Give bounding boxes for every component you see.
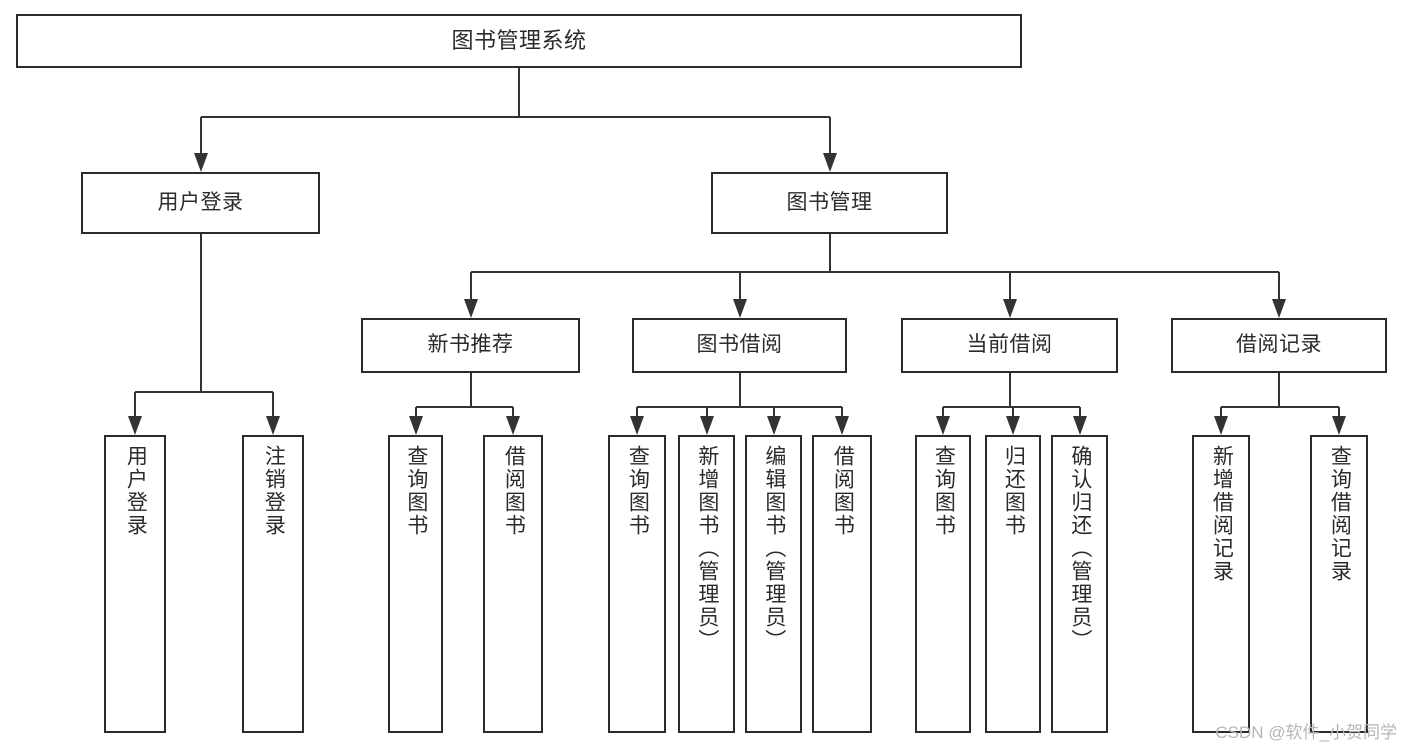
node-leaf-return[interactable]: 归还图书	[985, 435, 1041, 733]
node-label: 归还图书	[1002, 445, 1026, 537]
node-label: 借阅图书	[502, 445, 526, 537]
node-current-borrow[interactable]: 当前借阅	[901, 318, 1118, 373]
node-label: 新增图书（管理员）	[695, 445, 719, 652]
node-leaf-logout[interactable]: 注销登录	[242, 435, 304, 733]
node-label: 借阅记录	[1236, 333, 1322, 357]
arrowhead	[1073, 416, 1087, 435]
node-leaf-user-login[interactable]: 用户登录	[104, 435, 166, 733]
node-label: 编辑图书（管理员）	[762, 445, 786, 652]
node-leaf-borrow-1[interactable]: 借阅图书	[483, 435, 543, 733]
node-label: 确认归还（管理员）	[1068, 445, 1092, 652]
csdn-watermark: CSDN @软件_小贺同学	[1215, 723, 1397, 742]
node-book-borrow[interactable]: 图书借阅	[632, 318, 847, 373]
node-leaf-query-2[interactable]: 查询图书	[608, 435, 666, 733]
node-leaf-add-book[interactable]: 新增图书（管理员）	[678, 435, 735, 733]
arrowhead	[506, 416, 520, 435]
node-label: 查询图书	[932, 445, 956, 537]
arrowhead	[700, 416, 714, 435]
node-label: 借阅图书	[831, 445, 855, 537]
node-label: 新书推荐	[427, 333, 514, 357]
node-leaf-query-1[interactable]: 查询图书	[388, 435, 443, 733]
arrowhead	[128, 416, 142, 435]
arrowhead	[409, 416, 423, 435]
arrowhead	[936, 416, 950, 435]
arrowhead	[767, 416, 781, 435]
arrowhead	[1006, 416, 1020, 435]
arrowhead	[464, 299, 478, 318]
node-user-login[interactable]: 用户登录	[81, 172, 320, 234]
node-leaf-add-record[interactable]: 新增借阅记录	[1192, 435, 1250, 733]
node-borrow-record[interactable]: 借阅记录	[1171, 318, 1387, 373]
node-leaf-query-3[interactable]: 查询图书	[915, 435, 971, 733]
arrowhead	[266, 416, 280, 435]
node-label: 图书借阅	[696, 333, 783, 357]
node-book-manage[interactable]: 图书管理	[711, 172, 948, 234]
arrowhead	[1272, 299, 1286, 318]
arrowhead	[733, 299, 747, 318]
node-label: 新增借阅记录	[1210, 445, 1234, 583]
arrowhead	[630, 416, 644, 435]
arrowhead	[823, 153, 837, 172]
node-label: 图书管理	[786, 190, 873, 214]
node-label: 图书管理系统	[451, 28, 587, 54]
node-leaf-confirm[interactable]: 确认归还（管理员）	[1051, 435, 1108, 733]
arrowhead	[835, 416, 849, 435]
node-label: 用户登录	[157, 190, 244, 214]
node-label: 注销登录	[262, 445, 286, 537]
node-label: 查询图书	[404, 445, 428, 537]
node-label: 用户登录	[124, 445, 148, 537]
node-label: 当前借阅	[966, 333, 1053, 357]
arrowhead	[1332, 416, 1346, 435]
arrowhead	[1003, 299, 1017, 318]
node-new-book-rec[interactable]: 新书推荐	[361, 318, 580, 373]
node-root[interactable]: 图书管理系统	[16, 14, 1022, 68]
arrowhead	[194, 153, 208, 172]
node-label: 查询借阅记录	[1328, 445, 1352, 583]
node-label: 查询图书	[626, 445, 650, 537]
arrowhead	[1214, 416, 1228, 435]
node-leaf-qry-record[interactable]: 查询借阅记录	[1310, 435, 1368, 733]
node-leaf-borrow-2[interactable]: 借阅图书	[812, 435, 872, 733]
node-leaf-edit-book[interactable]: 编辑图书（管理员）	[745, 435, 802, 733]
